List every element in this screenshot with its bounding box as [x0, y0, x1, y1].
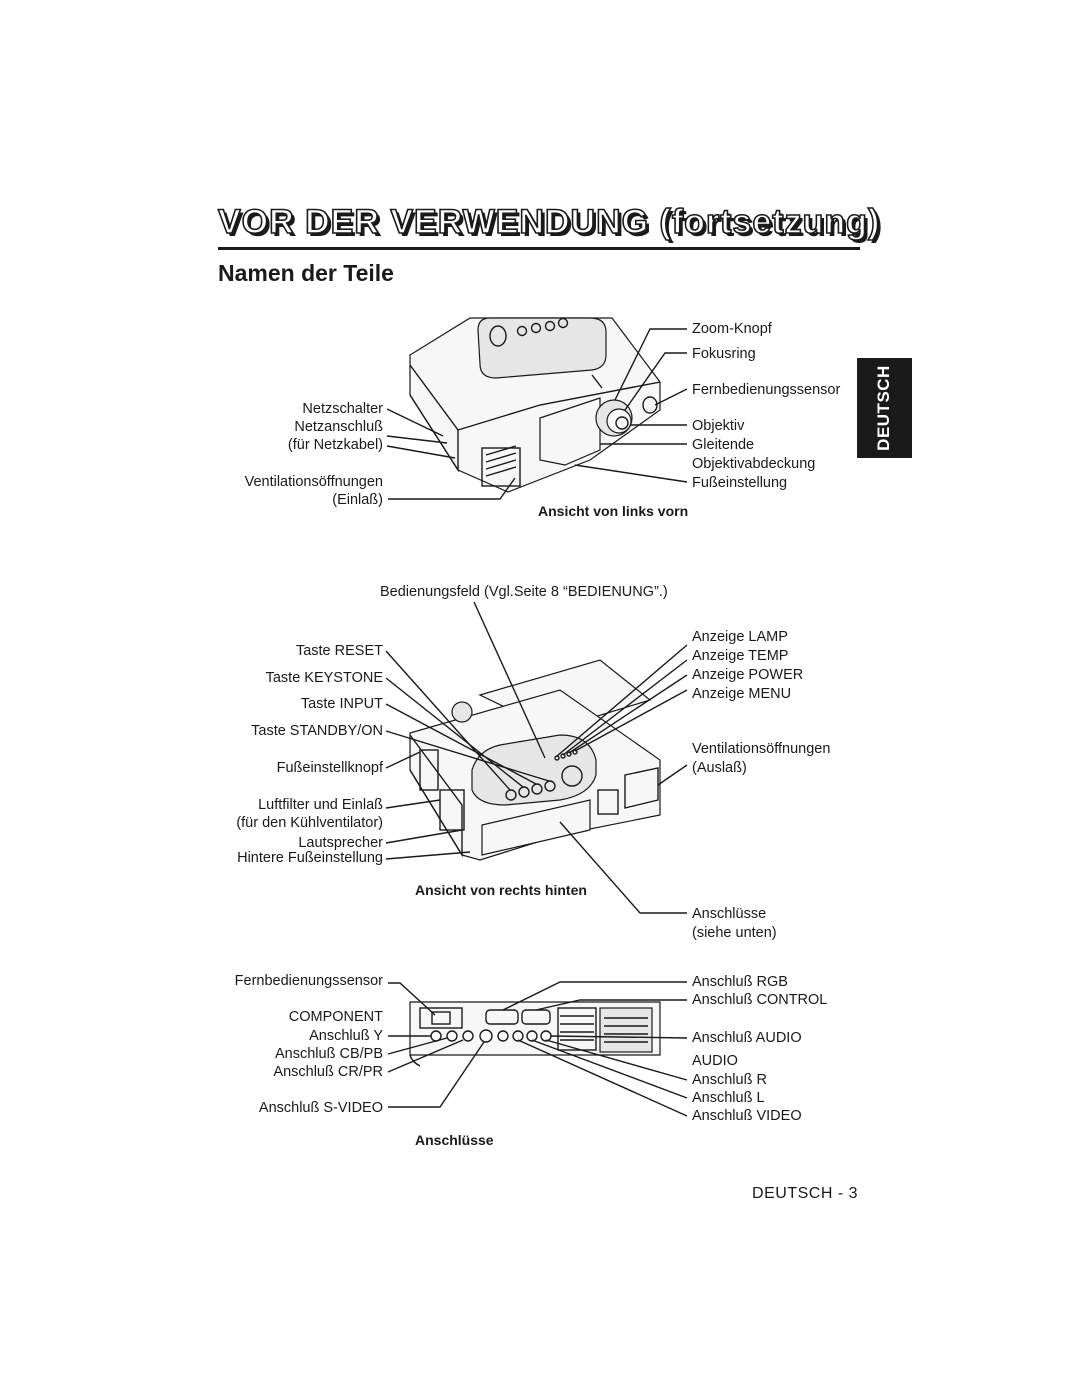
label-anschluss-control: Anschluß CONTROL [692, 992, 828, 1008]
label-objektiv: Objektiv [692, 418, 745, 434]
section-title: Namen der Teile [218, 260, 394, 286]
label-taste-input: Taste INPUT [300, 696, 383, 712]
label-anzeige-power: Anzeige POWER [692, 667, 804, 683]
label-fernbedienungssensor: Fernbedienungssensor [692, 382, 841, 398]
label-kuehlventilator: (für den Kühlventilator) [236, 815, 383, 831]
label-netzanschluss: Netzanschluß [294, 419, 383, 435]
label-taste-keystone: Taste KEYSTONE [265, 670, 383, 686]
label-component: COMPONENT [288, 1009, 383, 1025]
label-audio: AUDIO [692, 1053, 738, 1069]
language-tab: DEUTSCH [857, 358, 912, 458]
label-siehe-unten: (siehe unten) [692, 925, 777, 941]
label-anschluss-r: Anschluß R [692, 1072, 767, 1088]
front-leader-lines [386, 328, 688, 500]
label-taste-standby: Taste STANDBY/ON [251, 723, 383, 739]
projector-rear-illustration [409, 659, 661, 861]
label-objektivabdeckung: Objektivabdeckung [692, 456, 816, 472]
label-auslass: (Auslaß) [692, 760, 747, 776]
label-ventilation-einlass: Ventilationsöffnungen [244, 474, 383, 490]
label-taste-reset: Taste RESET [295, 643, 383, 659]
page-number: DEUTSCH - 3 [752, 1185, 858, 1202]
label-anschluss-rgb: Anschluß RGB [692, 974, 788, 990]
label-fokusring: Fokusring [692, 346, 756, 362]
rear-leader-lines [385, 601, 688, 914]
label-zoom-knopf: Zoom-Knopf [692, 321, 772, 337]
label-gleitende: Gleitende [692, 437, 755, 453]
label-bedienungsfeld: Bedienungsfeld (Vgl.Seite 8 “BEDIENUNG”.… [380, 584, 668, 600]
label-anschluss-y: Anschluß Y [309, 1028, 383, 1044]
label-conn-fernbedienungssensor: Fernbedienungssensor [234, 973, 383, 989]
label-anschluss-audio: Anschluß AUDIO [692, 1030, 802, 1046]
label-fuer-netzkabel: (für Netzkabel) [287, 437, 383, 453]
label-anschluss-cb-pb: Anschluß CB/PB [275, 1046, 383, 1062]
page-title: VOR DER VERWENDUNG (fortsetzung) [217, 202, 881, 242]
caption-connectors: Anschlüsse [415, 1132, 494, 1148]
label-luftfilter: Luftfilter und Einlaß [258, 797, 383, 813]
title-rule [218, 247, 860, 250]
label-anschluss-cr-pr: Anschluß CR/PR [273, 1064, 383, 1080]
label-anschluss-video: Anschluß VIDEO [692, 1108, 802, 1124]
connector-panel-illustration [409, 1001, 661, 1067]
label-anzeige-lamp: Anzeige LAMP [692, 629, 788, 645]
label-lautsprecher: Lautsprecher [298, 835, 383, 851]
label-fusseinstellknopf: Fußeinstellknopf [276, 760, 383, 776]
label-netzschalter: Netzschalter [302, 401, 383, 417]
label-hintere-fusseinstellung: Hintere Fußeinstellung [237, 850, 383, 866]
label-einlass: (Einlaß) [332, 492, 383, 508]
label-anzeige-menu: Anzeige MENU [692, 686, 792, 702]
label-anschluss-s-video: Anschluß S-VIDEO [258, 1100, 383, 1116]
label-anschluesse: Anschlüsse [692, 906, 767, 922]
caption-front-view: Ansicht von links vorn [538, 503, 689, 519]
label-ventilation-auslass: Ventilationsöffnungen [692, 741, 831, 757]
label-fusseinstellung: Fußeinstellung [692, 475, 788, 491]
projector-front-illustration [409, 317, 661, 493]
connector-leader-lines [387, 981, 688, 1117]
caption-rear-view: Ansicht von rechts hinten [415, 882, 587, 898]
label-anschluss-l: Anschluß L [692, 1090, 765, 1106]
label-anzeige-temp: Anzeige TEMP [692, 648, 789, 664]
